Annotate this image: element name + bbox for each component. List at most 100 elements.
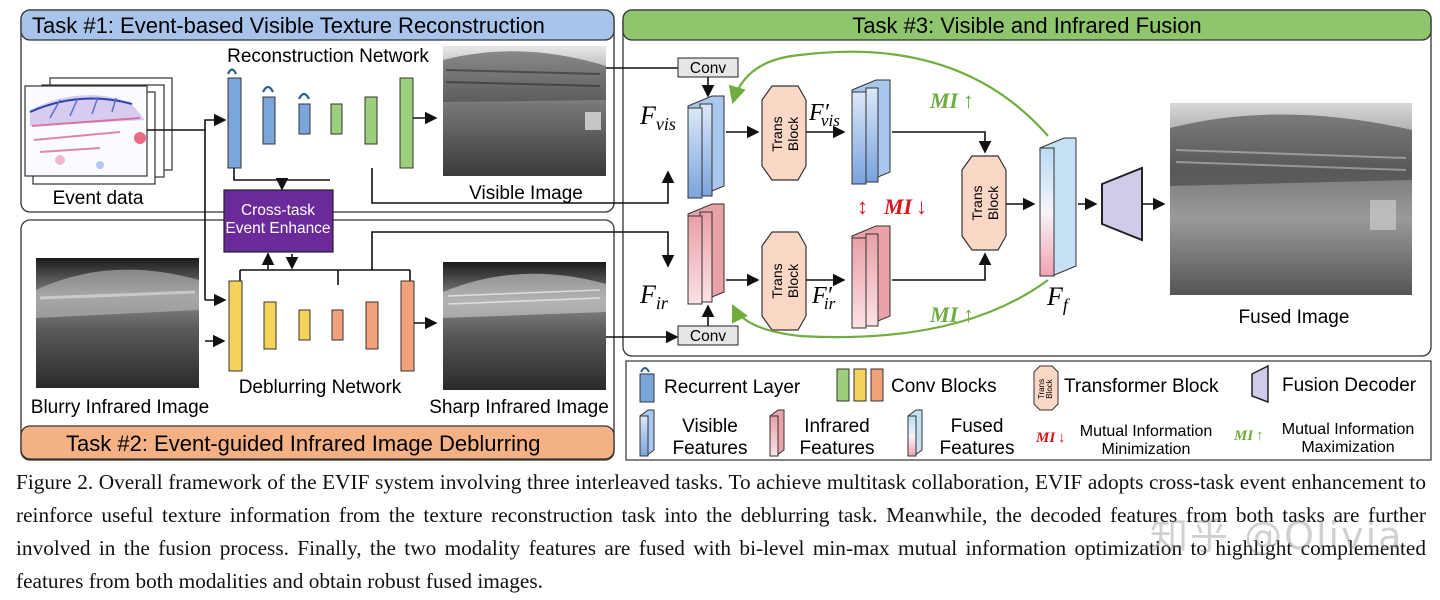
reconstruction-network-label: Reconstruction Network xyxy=(227,46,429,67)
svg-text:Features: Features xyxy=(800,438,875,459)
cross-task-event-enhance: Cross-task Event Enhance xyxy=(223,189,334,253)
svg-text:↕: ↕ xyxy=(857,194,868,219)
svg-text:MI: MI xyxy=(883,194,914,219)
svg-text:Fused: Fused xyxy=(951,416,1004,437)
svg-text:↓: ↓ xyxy=(1058,429,1066,446)
svg-text:Minimization: Minimization xyxy=(1102,441,1191,458)
deblurring-network-label: Deblurring Network xyxy=(239,377,402,398)
conv-block-green-2 xyxy=(364,96,378,145)
recurrent-layer-3 xyxy=(298,103,311,135)
conv-block-orange-1 xyxy=(331,309,344,341)
recurrent-loop-icon xyxy=(226,68,238,75)
svg-text:Visible: Visible xyxy=(682,416,738,437)
mi-max-bottom-label: MI ↑ xyxy=(929,302,974,327)
legend-fused-features: Fused Features xyxy=(907,409,1015,459)
conv-block-green-1 xyxy=(330,103,343,135)
svg-text:↑: ↑ xyxy=(963,88,974,113)
trans-block-vis: Trans Block xyxy=(761,85,807,181)
svg-text:Block: Block xyxy=(985,185,1001,220)
evif-framework-diagram: Task #1: Event-based Visible Texture Rec… xyxy=(20,9,1432,461)
legend-recurrent: Recurrent Layer xyxy=(639,367,801,403)
fusion-decoder xyxy=(1101,166,1143,242)
mi-min-indicator: ↕ MI ↓ xyxy=(857,194,927,219)
svg-text:Mutual Information: Mutual Information xyxy=(1080,423,1213,440)
conv-block-orange-3 xyxy=(400,280,415,372)
task3-header xyxy=(622,9,1432,41)
fused-image xyxy=(1170,103,1412,295)
f-vis-prime-label: F′vis xyxy=(808,100,840,130)
recurrent-layer-1 xyxy=(227,77,242,169)
blurry-infrared-image xyxy=(36,258,199,388)
svg-text:Recurrent Layer: Recurrent Layer xyxy=(664,377,801,398)
sharp-infrared-image xyxy=(443,262,606,390)
svg-text:Transformer Block: Transformer Block xyxy=(1064,376,1219,397)
task2-title: Task #2: Event-guided Infrared Image Deb… xyxy=(66,431,540,456)
svg-text:Features: Features xyxy=(940,438,1015,459)
mi-max-curve-bottom xyxy=(732,279,1049,339)
event-data-image xyxy=(24,77,173,185)
svg-text:Features: Features xyxy=(673,438,748,459)
legend-transformer-block: Trans Block Transformer Block xyxy=(1033,365,1219,411)
f-fused-features xyxy=(1039,137,1077,277)
trans-block-ir: Trans Block xyxy=(761,231,807,331)
task1-panel: Task #1: Event-based Visible Texture Rec… xyxy=(20,9,615,213)
svg-text:Maximization: Maximization xyxy=(1301,439,1394,456)
conv-block-green-3 xyxy=(399,77,414,169)
trans-block-fusion: Trans Block xyxy=(961,155,1007,251)
recurrent-loop-icon xyxy=(262,85,274,93)
conv-block-yellow-2 xyxy=(263,301,277,350)
conv-block-yellow-3 xyxy=(298,309,311,341)
task3-title: Task #3: Visible and Infrared Fusion xyxy=(852,13,1201,38)
svg-text:↑: ↑ xyxy=(963,302,974,327)
svg-text:MI: MI xyxy=(1035,430,1056,446)
svg-text:↓: ↓ xyxy=(916,194,927,219)
recurrent-loop-icon xyxy=(298,92,310,100)
svg-text:MI: MI xyxy=(1233,428,1254,444)
conv-block-orange-2 xyxy=(365,301,379,350)
task1-header xyxy=(20,9,615,41)
svg-text:Block: Block xyxy=(785,263,801,298)
svg-text:Conv Blocks: Conv Blocks xyxy=(891,376,997,397)
f-vis-prime-features xyxy=(851,79,891,185)
fused-image-label: Fused Image xyxy=(1239,307,1350,328)
legend: Recurrent Layer Conv Blocks Trans Block … xyxy=(625,360,1432,461)
task2-header xyxy=(20,425,615,460)
f-vis-features xyxy=(687,95,725,199)
legend-conv-blocks: Conv Blocks xyxy=(836,368,997,402)
legend-fusion-decoder: Fusion Decoder xyxy=(1251,364,1417,404)
sharp-infrared-label: Sharp Infrared Image xyxy=(429,397,609,418)
svg-text:Fusion Decoder: Fusion Decoder xyxy=(1282,375,1417,396)
svg-text:Trans: Trans xyxy=(969,185,985,220)
figure-caption: Figure 2. Overall framework of the EVIF … xyxy=(16,470,1426,593)
f-ir-prime-features xyxy=(851,225,891,329)
conv-label-top: Conv xyxy=(690,60,726,77)
conv-block-yellow-1 xyxy=(228,280,243,372)
legend-visible-features: Visible Features xyxy=(639,409,748,459)
svg-text:MI: MI xyxy=(929,302,960,327)
legend-infrared-features: Infrared Features xyxy=(769,409,875,459)
f-f-label: Ff xyxy=(1046,282,1071,315)
recurrent-layer-2 xyxy=(262,96,276,145)
deblurring-network xyxy=(228,280,438,372)
svg-text:Block: Block xyxy=(785,116,801,151)
task1-title: Task #1: Event-based Visible Texture Rec… xyxy=(32,13,545,38)
svg-text:Trans: Trans xyxy=(1037,379,1046,399)
conv-box-bottom: Conv xyxy=(677,325,739,346)
reconstruction-network xyxy=(226,68,438,169)
svg-text:Mutual Information: Mutual Information xyxy=(1282,421,1415,438)
svg-text:↑: ↑ xyxy=(1256,427,1264,444)
recurrent-loop-icon xyxy=(640,367,650,373)
svg-text:Block: Block xyxy=(1045,378,1054,399)
event-data-label: Event data xyxy=(53,188,144,209)
blurry-infrared-label: Blurry Infrared Image xyxy=(31,397,209,418)
mi-max-curve-top xyxy=(728,50,1049,137)
conv-label-bottom: Conv xyxy=(690,328,726,345)
f-vis-label: Fvis xyxy=(639,101,676,134)
legend-mi-max: MI ↑ Mutual Information Maximization xyxy=(1233,421,1414,456)
deblur-to-fir-arrow xyxy=(371,231,675,270)
cross-task-line1: Cross-task xyxy=(241,202,315,219)
f-ir-features xyxy=(687,203,725,305)
visible-image xyxy=(443,46,606,176)
svg-text:Infrared: Infrared xyxy=(804,416,869,437)
recon-to-fvis-arrow xyxy=(371,168,675,204)
